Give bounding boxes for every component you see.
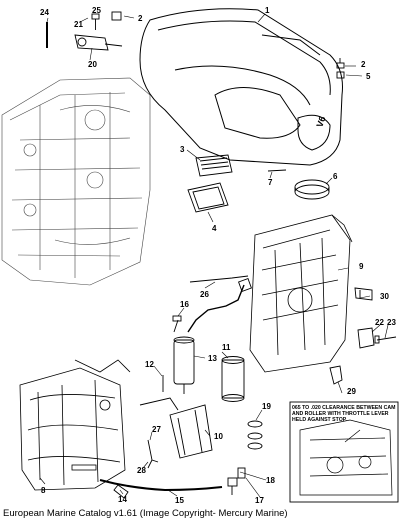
- mount-bracket: [139, 397, 213, 459]
- callout-26: 26: [200, 290, 209, 299]
- callout-1: 1: [265, 6, 270, 15]
- seal-ring: [294, 179, 330, 200]
- fuel-pump: [173, 336, 195, 394]
- callout-17: 17: [255, 496, 264, 505]
- callout-10: 10: [214, 432, 223, 441]
- screw-grommet-right: [336, 58, 345, 79]
- detail-drawing: [299, 419, 393, 496]
- fuel-rail: [74, 34, 123, 51]
- bracket-30: [354, 287, 373, 301]
- callout-12: 12: [145, 360, 154, 369]
- callout-19: 19: [262, 402, 271, 411]
- cover-badge: V6: [314, 115, 327, 129]
- callout-14: 14: [118, 495, 127, 504]
- callout-22: 22: [375, 318, 384, 327]
- callout-16: 16: [180, 300, 189, 309]
- callout-13: 13: [208, 354, 217, 363]
- fitting-27-28: [147, 439, 159, 469]
- callout-27: 27: [152, 425, 161, 434]
- callout-28: 28: [137, 466, 146, 475]
- air-filter: [195, 154, 233, 177]
- wire-harness: [187, 284, 245, 333]
- leader-lines: [39, 13, 389, 498]
- callout-4: 4: [212, 224, 217, 233]
- fitting-17-18: [227, 467, 246, 495]
- hose-15: [99, 479, 223, 492]
- callout-20: 20: [88, 60, 97, 69]
- callout-29: 29: [347, 387, 356, 396]
- intake-plenum: [249, 214, 353, 373]
- callout-5: 5: [366, 72, 371, 81]
- engine-cover: [139, 8, 343, 166]
- callout-7: 7: [268, 178, 273, 187]
- filter-gasket: [187, 182, 229, 213]
- screw-16: [172, 315, 182, 333]
- clip-29: [329, 365, 343, 385]
- callout-2a: 2: [138, 14, 143, 23]
- callout-11: 11: [222, 343, 231, 352]
- grommet-19: [247, 420, 263, 450]
- callout-30: 30: [380, 292, 389, 301]
- callout-24: 24: [40, 8, 49, 17]
- filter-11: [221, 356, 245, 402]
- detail-note: 065 TO .020 CLEARANCE BETWEEN CAM AND RO…: [292, 405, 396, 424]
- bolt-23: [374, 335, 397, 344]
- callout-9: 9: [359, 262, 364, 271]
- grommet-2: [111, 11, 122, 21]
- screw-21: [91, 13, 100, 30]
- pipe-14: [113, 484, 129, 499]
- powerhead-block: [1, 77, 151, 286]
- label-plate: [71, 464, 97, 471]
- image-caption: European Marine Catalog v1.61 (Image Cop…: [3, 508, 288, 519]
- callout-6: 6: [333, 172, 338, 181]
- cable-26: [189, 275, 249, 283]
- callout-3: 3: [180, 145, 185, 154]
- bracket-22: [357, 327, 375, 349]
- strap-7: [267, 169, 287, 172]
- callout-25: 25: [92, 6, 101, 15]
- callout-2b: 2: [361, 60, 366, 69]
- callout-18: 18: [266, 476, 275, 485]
- callout-8: 8: [41, 486, 46, 495]
- callout-21: 21: [74, 20, 83, 29]
- callout-15: 15: [175, 496, 184, 505]
- detail-inset: [289, 401, 399, 503]
- vapor-separator: [19, 359, 131, 491]
- callout-23: 23: [387, 318, 396, 327]
